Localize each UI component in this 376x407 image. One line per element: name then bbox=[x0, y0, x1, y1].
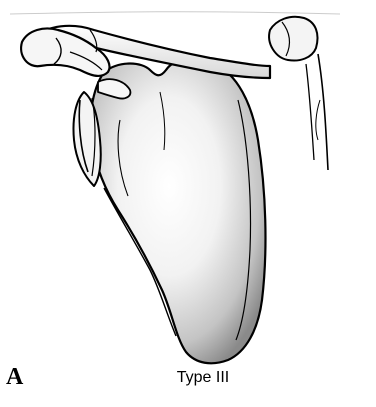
right-shaft-detail bbox=[316, 100, 320, 140]
figure-caption: Type III bbox=[0, 370, 376, 386]
right-shaft-inner bbox=[306, 64, 314, 160]
right-shaft-outer bbox=[318, 54, 328, 170]
humerus-fragment bbox=[269, 17, 317, 61]
top-edge-line bbox=[10, 12, 340, 14]
